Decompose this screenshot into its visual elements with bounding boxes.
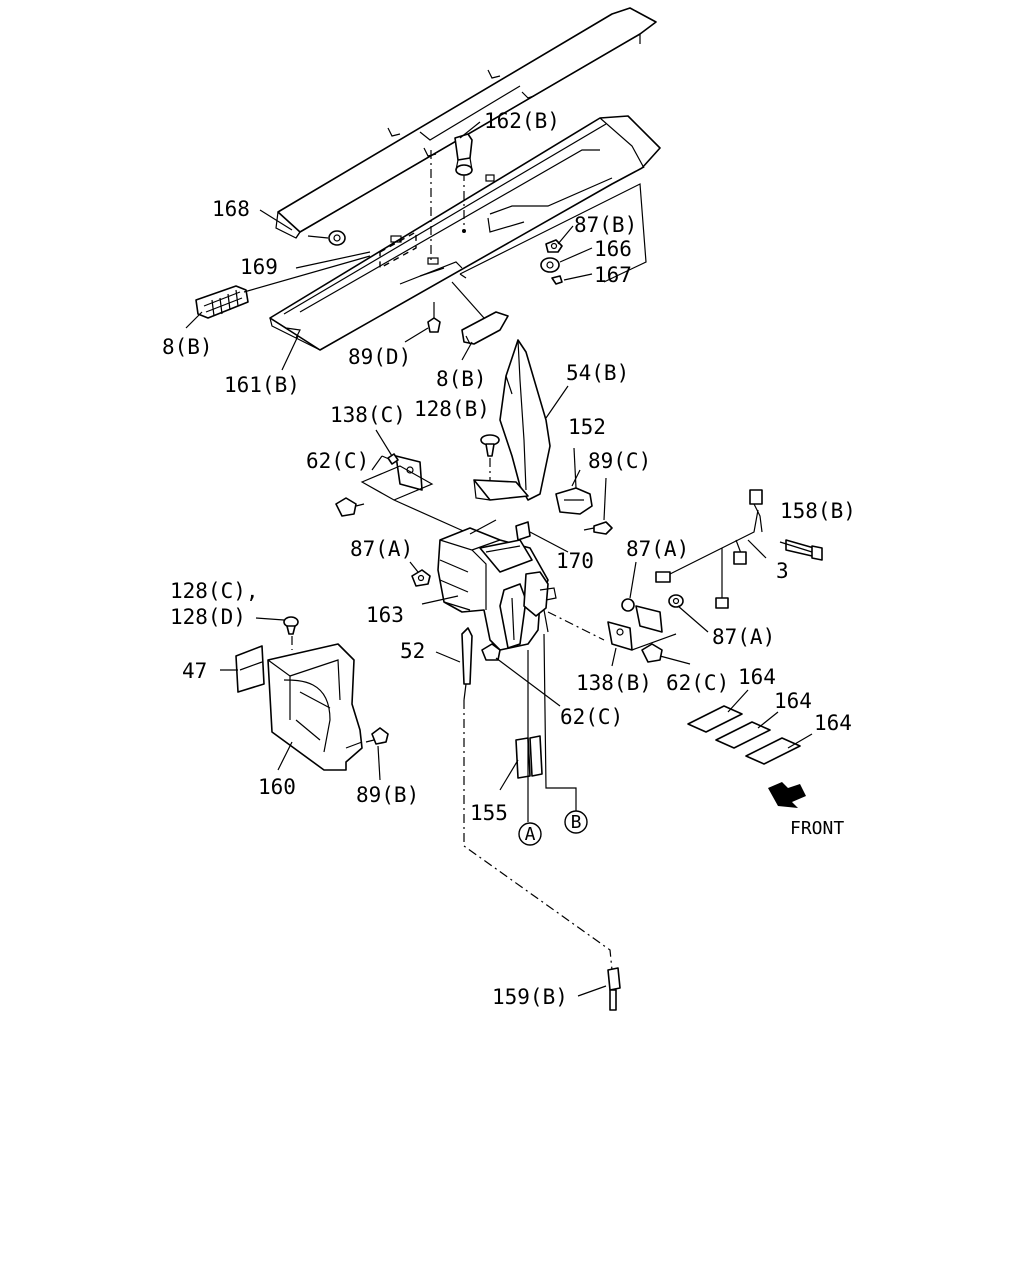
label-159b: 159(B) (492, 985, 568, 1009)
clip-167 (551, 275, 563, 285)
label-166: 166 (594, 237, 632, 261)
label-87b: 87(B) (574, 213, 637, 237)
label-128c: 128(C), (170, 579, 259, 603)
screw-89d (427, 302, 441, 333)
label-160: 160 (258, 775, 296, 799)
label-155: 155 (470, 801, 508, 825)
label-161b: 161(B) (224, 373, 300, 397)
label-169: 169 (240, 255, 278, 279)
fitting-159b (607, 967, 621, 1011)
nut-87a-mid (621, 598, 635, 612)
clip-155 (515, 735, 543, 779)
bracket-138b (607, 605, 677, 651)
screw-89b (365, 727, 389, 745)
label-62c-bottom: 62(C) (560, 705, 623, 729)
housing-160 (267, 643, 363, 771)
label-3: 3 (776, 559, 789, 583)
clip-162b (454, 133, 473, 176)
label-54b: 54(B) (566, 361, 629, 385)
front-arrow-icon (768, 782, 806, 808)
nut-87a-left (411, 569, 431, 587)
nut-87a-right (668, 594, 684, 608)
label-62c-right: 62(C) (666, 671, 729, 695)
rod-52 (461, 627, 473, 701)
wire-harness-3 (655, 489, 763, 609)
label-128d: 128(D) (170, 605, 246, 629)
upper-shelf-panel (275, 7, 657, 239)
bracket-138c (381, 453, 423, 491)
screw-89c (583, 521, 613, 535)
label-52: 52 (400, 639, 425, 663)
pads-164 (687, 705, 801, 765)
marker-b: B (564, 810, 588, 834)
marker-a-label: A (525, 824, 536, 845)
leader-lines (185, 121, 813, 997)
label-8b-left: 8(B) (162, 335, 213, 359)
label-87a-mid: 87(A) (626, 537, 689, 561)
label-8b-mid: 8(B) (436, 367, 487, 391)
label-128b: 128(B) (414, 397, 490, 421)
label-89c: 89(C) (588, 449, 651, 473)
grommet-166 (540, 257, 560, 273)
bolt-62c-right (641, 643, 663, 663)
label-47: 47 (182, 659, 207, 683)
screw-128cd (283, 616, 299, 650)
label-168: 168 (212, 197, 250, 221)
label-164-c: 164 (814, 711, 852, 735)
label-87a-right: 87(A) (712, 625, 775, 649)
bolt-62c-bottom (481, 643, 501, 661)
label-170: 170 (556, 549, 594, 573)
clamp-152 (555, 469, 593, 515)
main-trim-panel (269, 115, 661, 351)
label-162b: 162(B) (484, 109, 560, 133)
marker-a: A (518, 822, 542, 846)
marker-b-label: B (571, 812, 582, 833)
vent-8b-left (195, 285, 249, 319)
label-158b: 158(B) (780, 499, 856, 523)
part-labels: 162(B) 168 169 87(B) 166 167 8(B) 89(D) … (162, 109, 856, 1009)
label-138c: 138(C) (330, 403, 406, 427)
label-164-a: 164 (738, 665, 776, 689)
label-152: 152 (568, 415, 606, 439)
duct-54b (499, 339, 551, 501)
label-163: 163 (366, 603, 404, 627)
label-87a-left: 87(A) (350, 537, 413, 561)
label-164-b: 164 (774, 689, 812, 713)
blower-unit-163 (437, 479, 557, 651)
label-89d: 89(D) (348, 345, 411, 369)
label-167: 167 (594, 263, 632, 287)
bolt-62c-top (335, 497, 365, 517)
vent-8b-mid (461, 311, 509, 345)
label-138b: 138(B) (576, 671, 652, 695)
front-label: FRONT (790, 818, 844, 839)
label-89b: 89(B) (356, 783, 419, 807)
filter-47 (235, 645, 265, 693)
nut-87b (545, 239, 563, 253)
screw-169 (328, 230, 346, 246)
label-62c-top: 62(C) (306, 449, 369, 473)
bracket-170 (515, 521, 531, 541)
